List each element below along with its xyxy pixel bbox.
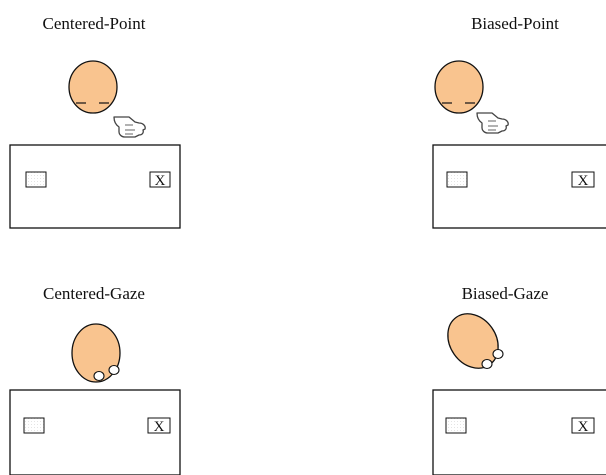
face-icon — [71, 323, 121, 383]
panel-centered-gaze: Centered-Gaze X — [9, 284, 181, 475]
eye-icon — [492, 348, 504, 360]
target-right — [571, 171, 595, 188]
face-icon — [434, 60, 484, 114]
target-x: X — [154, 419, 165, 435]
target-x: X — [155, 173, 166, 189]
target-left — [23, 417, 45, 434]
target-right — [149, 171, 171, 188]
pointing-hand-icon — [113, 116, 146, 138]
panel-title: Centered-Gaze — [43, 284, 145, 303]
pointing-hand-icon — [476, 112, 509, 134]
face-icon — [447, 313, 504, 370]
table: X — [432, 389, 606, 475]
table: X — [9, 389, 181, 475]
panel-biased-point: Biased-Point X — [432, 14, 606, 229]
panel-title: Biased-Gaze — [462, 284, 549, 303]
panel-title: Centered-Point — [43, 14, 146, 33]
target-right — [571, 417, 595, 434]
table: X — [432, 144, 606, 229]
target-left — [445, 417, 467, 434]
panel-centered-point: Centered-Point X — [9, 14, 181, 229]
target-right — [147, 417, 171, 434]
eye-icon — [93, 370, 105, 382]
eye-icon — [481, 358, 493, 370]
panel-title: Biased-Point — [471, 14, 559, 33]
target-x: X — [578, 173, 589, 189]
target-left — [446, 171, 468, 188]
eye-icon — [108, 364, 120, 376]
face-icon — [68, 60, 118, 114]
table: X — [9, 144, 181, 229]
target-x: X — [578, 419, 589, 435]
target-left — [25, 171, 47, 188]
panel-biased-gaze: Biased-Gaze X — [432, 284, 606, 475]
